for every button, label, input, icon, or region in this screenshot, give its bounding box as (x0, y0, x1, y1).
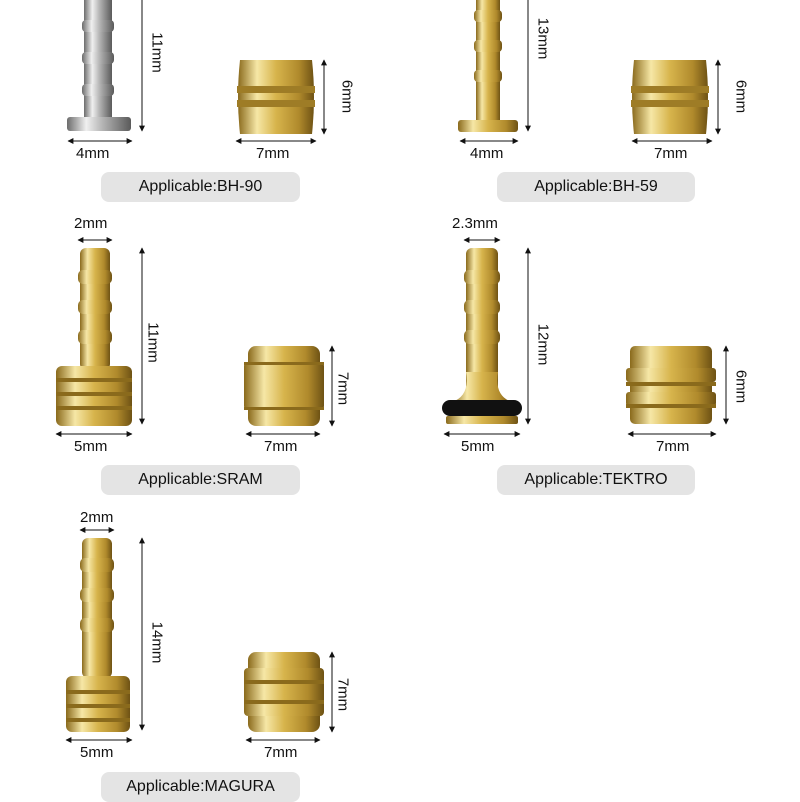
magura-insert-height-label: 14mm (148, 621, 166, 664)
tektro-insert-width-label: 5mm (461, 438, 495, 455)
applicable-badge-sram: Applicable:SRAM (101, 465, 300, 495)
insert-bh59 (458, 0, 518, 132)
sram-insert-tip-label: 2mm (74, 215, 108, 232)
bh59-insert-height-label: 13mm (534, 17, 552, 60)
o-ring (442, 400, 522, 416)
applicable-badge-bh59: Applicable:BH-59 (497, 172, 695, 202)
tektro-olive-width-label: 7mm (656, 438, 690, 455)
bh90-insert-width-label: 4mm (76, 145, 110, 162)
bh90-insert-height-label: 11mm (148, 32, 166, 73)
olive-tektro (626, 346, 716, 424)
sram-insert-width-label: 5mm (74, 438, 108, 455)
panel-magura (65, 527, 335, 743)
applicable-badge-tektro: Applicable:TEKTRO (497, 465, 695, 495)
olive-sram (244, 346, 324, 426)
olive-bh59 (631, 60, 709, 134)
bh59-insert-width-label: 4mm (470, 145, 504, 162)
insert-sram (56, 248, 132, 426)
panel-sram (55, 237, 335, 437)
tektro-insert-tip-label: 2.3mm (452, 215, 498, 232)
panel-tektro (442, 237, 729, 437)
applicable-badge-magura: Applicable:MAGURA (101, 772, 300, 802)
bh59-olive-height-label: 6mm (732, 79, 750, 114)
panel-bh90 (67, 0, 327, 144)
insert-tektro (442, 248, 522, 424)
magura-insert-tip-label: 2mm (80, 509, 114, 526)
insert-bh90 (67, 0, 131, 131)
magura-olive-height-label: 7mm (334, 677, 352, 712)
magura-olive-width-label: 7mm (264, 744, 298, 761)
tektro-olive-height-label: 6mm (732, 369, 750, 404)
magura-insert-width-label: 5mm (80, 744, 114, 761)
sram-olive-height-label: 7mm (334, 371, 352, 406)
sram-insert-height-label: 11mm (144, 322, 162, 363)
applicable-badge-bh90: Applicable:BH-90 (101, 172, 300, 202)
sram-olive-width-label: 7mm (264, 438, 298, 455)
insert-magura (66, 538, 130, 732)
olive-magura (244, 652, 324, 732)
tektro-insert-height-label: 12mm (534, 323, 552, 366)
bh90-olive-width-label: 7mm (256, 145, 290, 162)
panel-bh59 (458, 0, 721, 144)
bh90-olive-height-label: 6mm (338, 79, 356, 114)
olive-bh90 (237, 60, 315, 134)
bh59-olive-width-label: 7mm (654, 145, 688, 162)
